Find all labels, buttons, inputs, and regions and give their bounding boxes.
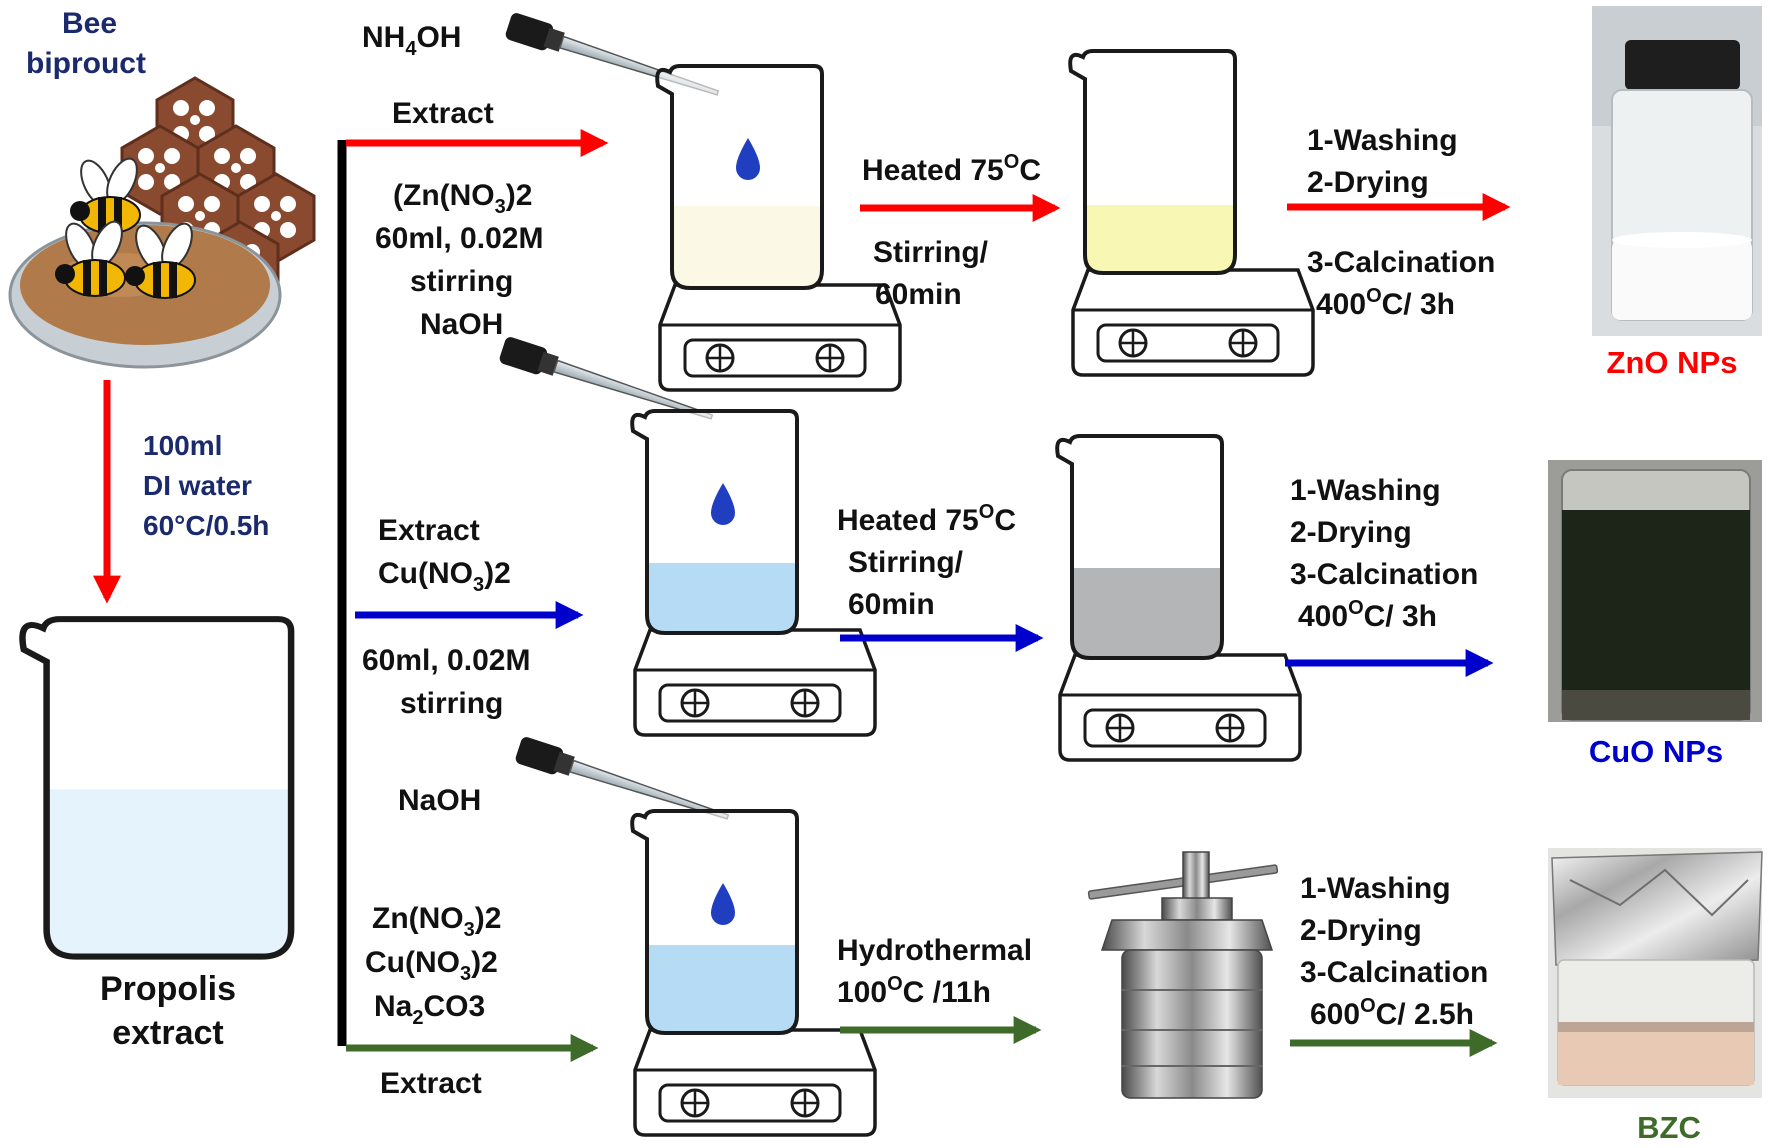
cuo-dry-label: 2-Drying bbox=[1290, 516, 1412, 549]
zno-salt-label: (Zn(NO3)2 bbox=[393, 179, 532, 218]
bzc-hydro-label: Hydrothermal bbox=[837, 934, 1032, 967]
zno-dry-label: 2-Drying bbox=[1307, 166, 1429, 199]
zno-temp-label: 400OC/ 3h bbox=[1316, 285, 1455, 321]
cuo-hotplate-2-icon bbox=[1058, 653, 1302, 762]
cuo-product-label: CuO NPs bbox=[1589, 734, 1723, 769]
bzc-product-photo bbox=[1548, 848, 1763, 1098]
autoclave-icon bbox=[1087, 851, 1279, 1099]
zno-extract-label: Extract bbox=[392, 97, 494, 130]
zno-wash-label: 1-Washing bbox=[1307, 124, 1458, 157]
propolis-label-line2: extract bbox=[112, 1014, 224, 1052]
cuo-extract-label: Extract bbox=[378, 514, 480, 547]
bzc-dry-label: 2-Drying bbox=[1300, 914, 1422, 947]
cuo-wash-label: 1-Washing bbox=[1290, 474, 1441, 507]
bzc-hydro-temp-label: 100OC /11h bbox=[837, 973, 991, 1009]
propolis-label-line1: Propolis bbox=[100, 970, 236, 1008]
bzc-extract-label: Extract bbox=[380, 1067, 482, 1100]
cuo-salt-label: Cu(NO3)2 bbox=[378, 557, 511, 596]
source-title-line1: Bee bbox=[62, 7, 117, 40]
cuo-product-photo bbox=[1548, 460, 1762, 722]
cuo-concentration-label: 60ml, 0.02M bbox=[362, 644, 530, 677]
cuo-stir-label-2: 60min bbox=[848, 588, 935, 621]
bzc-calc-label: 3-Calcination bbox=[1300, 956, 1488, 989]
zno-calc-label: 3-Calcination bbox=[1307, 246, 1495, 279]
propolis-beaker-icon bbox=[22, 619, 291, 956]
cuo-hotplate-icon bbox=[633, 628, 877, 737]
zno-product-photo bbox=[1592, 6, 1762, 336]
cuo-temp-label: 400OC/ 3h bbox=[1298, 597, 1437, 633]
zno-naoh-label: NaOH bbox=[420, 308, 503, 341]
zno-beaker-2-icon bbox=[1068, 49, 1237, 275]
cuo-stir-label-1: Stirring/ bbox=[848, 546, 964, 579]
cuo-beaker-2-icon bbox=[1055, 434, 1224, 660]
bzc-wash-label: 1-Washing bbox=[1300, 872, 1451, 905]
zno-dropper-label: NH4OH bbox=[362, 21, 461, 60]
bzc-beaker-icon bbox=[630, 809, 799, 1035]
cuo-heat-label: Heated 75OC bbox=[837, 501, 1016, 537]
zno-concentration-label: 60ml, 0.02M bbox=[375, 222, 543, 255]
zno-heat-label: Heated 75OC bbox=[862, 151, 1041, 187]
zno-beaker-1-icon bbox=[655, 64, 824, 290]
bzc-naoh-label: NaOH bbox=[398, 784, 481, 817]
cuo-beaker-1-icon bbox=[630, 409, 799, 635]
zno-stirring-label: stirring bbox=[410, 265, 513, 298]
zno-hotplate-icon bbox=[658, 283, 902, 392]
source-title-line2: biprouct bbox=[26, 47, 146, 80]
bzc-cu-label: Cu(NO3)2 bbox=[365, 946, 498, 985]
cuo-calc-label: 3-Calcination bbox=[1290, 558, 1478, 591]
step-water-line3: 60°C/0.5h bbox=[143, 510, 269, 541]
step-water-line1: 100ml bbox=[143, 430, 222, 461]
bzc-zn-label: Zn(NO3)2 bbox=[372, 902, 501, 941]
step-water-line2: DI water bbox=[143, 470, 252, 501]
cuo-stirring-label: stirring bbox=[400, 687, 503, 720]
bzc-product-label: BZC bbox=[1637, 1110, 1701, 1145]
bzc-na-label: Na2CO3 bbox=[374, 990, 485, 1029]
zno-hotplate-2-icon bbox=[1071, 268, 1315, 377]
zno-product-label: ZnO NPs bbox=[1607, 345, 1738, 380]
bzc-temp-label: 600OC/ 2.5h bbox=[1310, 995, 1474, 1031]
zno-stir-label-1: Stirring/ bbox=[873, 236, 989, 269]
bzc-hotplate-icon bbox=[633, 1028, 877, 1137]
zno-stir-label-2: 60min bbox=[875, 278, 962, 311]
